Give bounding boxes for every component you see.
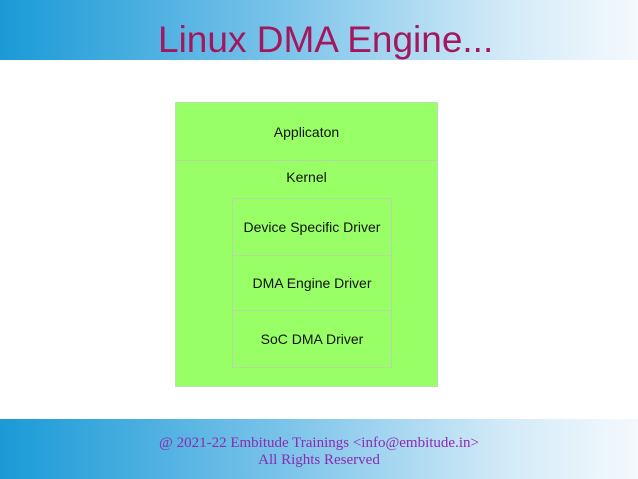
application-label: Applicaton (273, 123, 340, 140)
system-stack-diagram: Applicaton Kernel Device Specific Driver… (175, 102, 438, 387)
soc-dma-driver-layer: SoC DMA Driver (233, 311, 391, 367)
footer-copyright: @ 2021-22 Embitude Trainings <info@embit… (0, 435, 638, 469)
footer-line-1: @ 2021-22 Embitude Trainings <info@embit… (159, 435, 479, 451)
kernel-label: Kernel (286, 169, 327, 185)
footer-line-2: All Rights Reserved (258, 452, 380, 468)
slide-title: Linux DMA Engine... (158, 19, 494, 60)
device-specific-driver-layer: Device Specific Driver (233, 199, 391, 256)
soc-dma-driver-label: SoC DMA Driver (260, 331, 364, 347)
device-specific-driver-label: Device Specific Driver (243, 219, 381, 235)
header-band (0, 0, 638, 60)
application-layer: Applicaton (176, 103, 437, 161)
dma-engine-driver-label: DMA Engine Driver (252, 275, 372, 291)
driver-stack: Device Specific Driver DMA Engine Driver… (232, 198, 392, 368)
dma-engine-driver-layer: DMA Engine Driver (233, 256, 391, 311)
footer-band (0, 419, 638, 479)
